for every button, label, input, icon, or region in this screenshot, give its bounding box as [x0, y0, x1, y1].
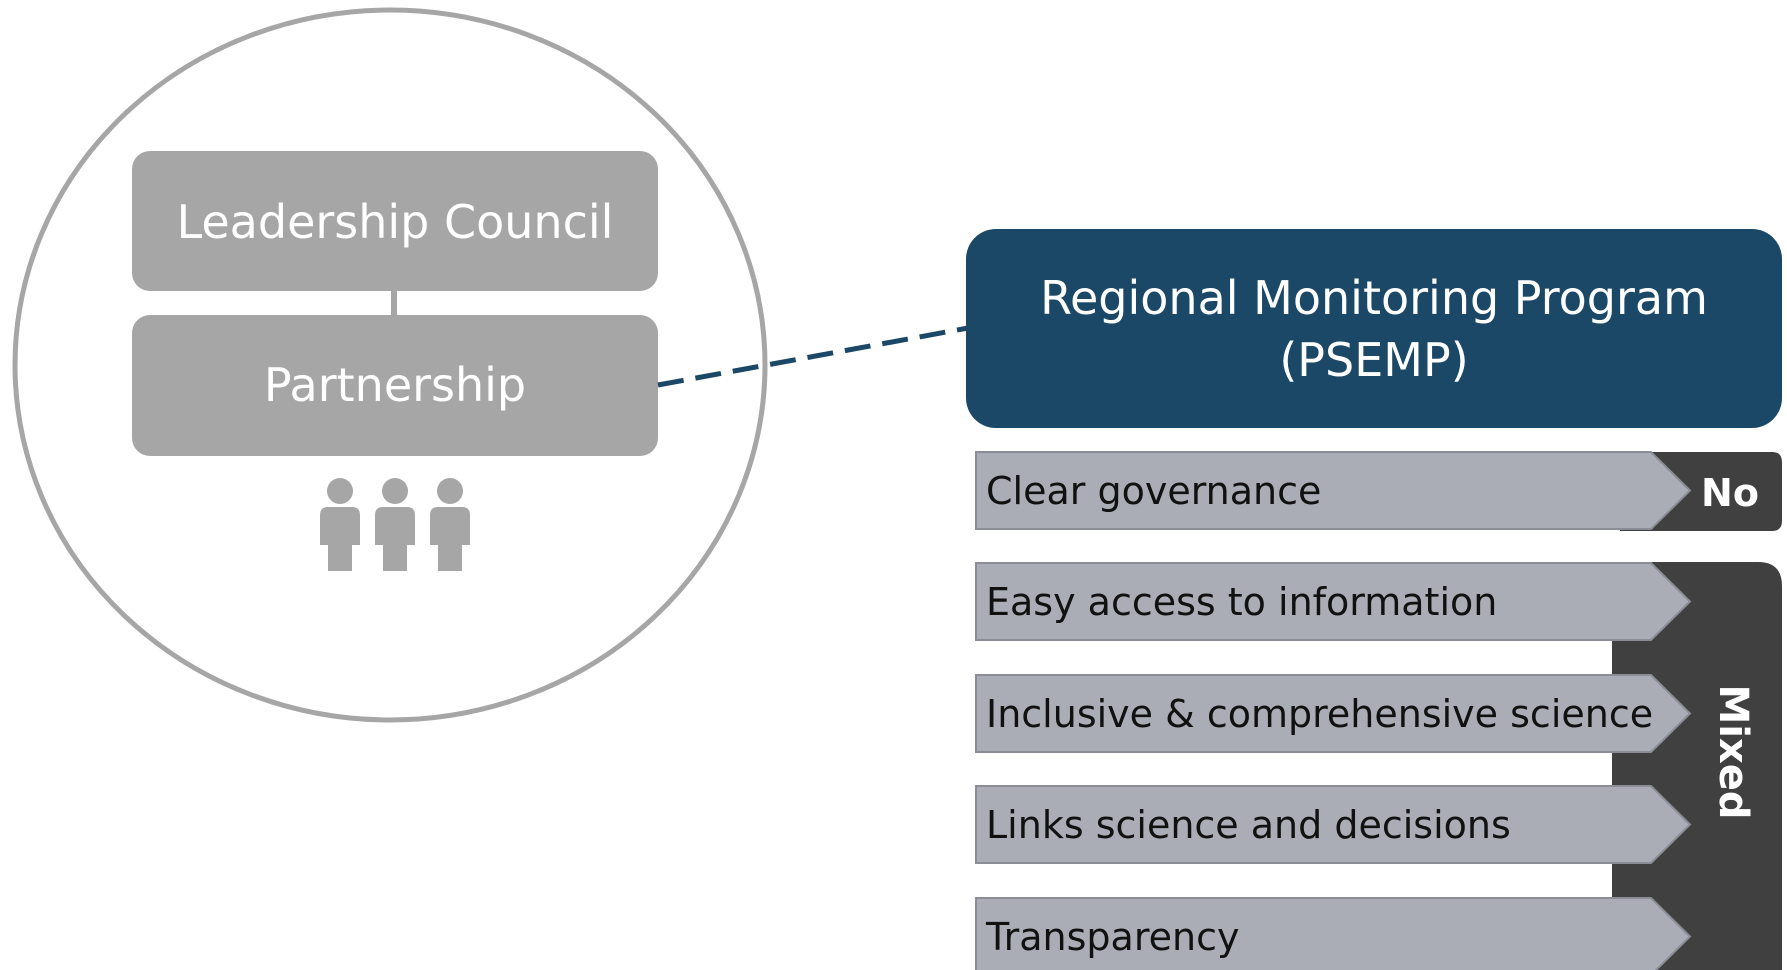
criteria-arrow: [975, 897, 1692, 970]
criteria-arrow: [975, 674, 1692, 753]
partnership-box: [132, 315, 658, 456]
people-icon: [320, 478, 470, 571]
person-figure-3: [430, 478, 470, 571]
criteria-arrow: [975, 562, 1692, 641]
criteria-arrow: [975, 451, 1692, 530]
program-title-line2: (PSEMP): [1279, 333, 1468, 387]
partnership-label: Partnership: [264, 358, 526, 412]
criteria-label: Easy access to information: [986, 580, 1497, 624]
person-figure-1: [320, 478, 360, 571]
program-title-line1: Regional Monitoring Program: [1040, 271, 1708, 325]
criteria-label: Transparency: [985, 915, 1239, 959]
org-connector: [391, 288, 397, 318]
person-figure-2: [375, 478, 415, 571]
leadership-council-label: Leadership Council: [177, 195, 614, 249]
program-box: [966, 229, 1782, 428]
criteria-label: Clear governance: [986, 469, 1321, 513]
criteria-label: Links science and decisions: [986, 803, 1511, 847]
org-circle: [12, 7, 768, 723]
leadership-council-box: [132, 151, 658, 291]
rating-mixed-block: [1612, 562, 1782, 970]
rating-no-label: No: [1701, 471, 1759, 515]
dashed-connector: [657, 325, 969, 388]
rating-mixed-label: Mixed: [1710, 684, 1756, 819]
criteria-arrow: [975, 785, 1692, 864]
criteria-label: Inclusive & comprehensive science: [986, 692, 1653, 736]
